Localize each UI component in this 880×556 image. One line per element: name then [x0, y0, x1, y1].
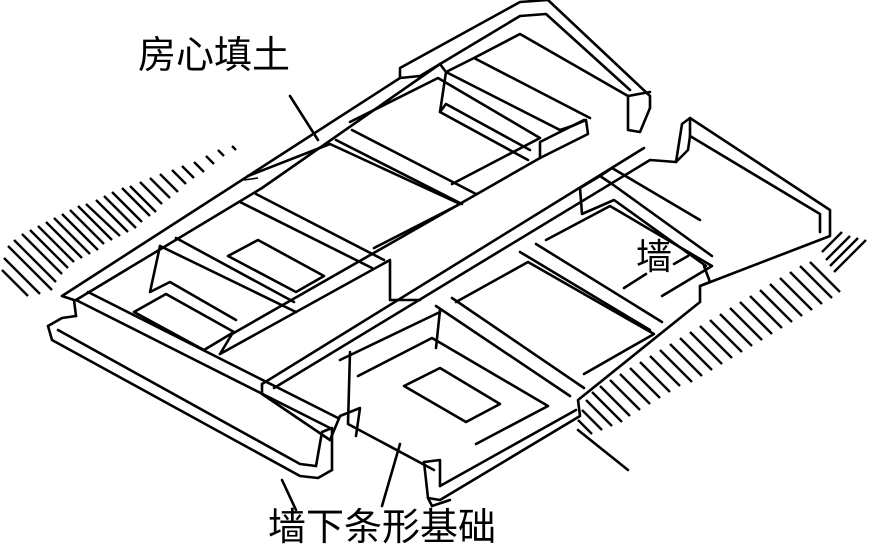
foundation-leader-right	[380, 442, 402, 508]
ground-hatching-right	[577, 231, 867, 435]
infill-label: 房心填土	[138, 33, 291, 77]
right-foundation-block	[260, 116, 832, 508]
wall-leader	[672, 254, 690, 266]
ground-line	[576, 428, 630, 472]
strip-foundation-label: 墙下条形基础	[268, 505, 497, 549]
wall-leader-2	[622, 272, 648, 290]
ground-hatching-left	[1, 145, 237, 297]
left-foundation-block	[46, 0, 652, 480]
foundation-leader-left	[280, 478, 298, 512]
wall-label: 墙	[636, 237, 673, 278]
infill-leader	[288, 94, 320, 142]
